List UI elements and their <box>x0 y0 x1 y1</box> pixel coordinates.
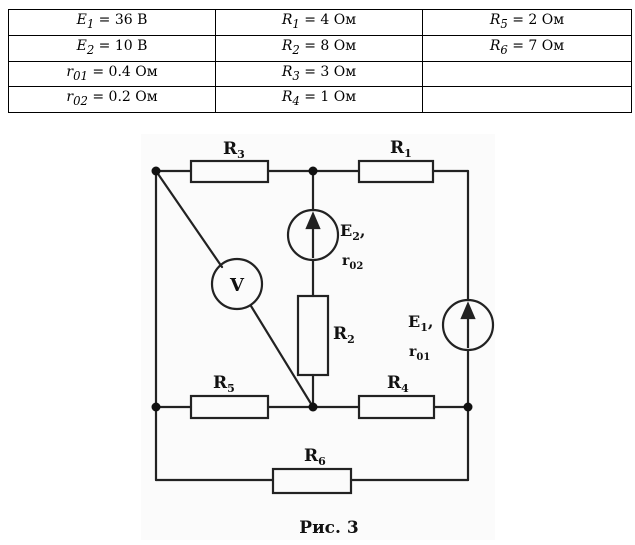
circuit-diagram: R3 R1 R2 R5 R4 R6 E2, r02 E1, r01 V Рис.… <box>151 138 495 538</box>
junction-node <box>308 402 318 412</box>
table-cell: R6 = 7 Ом <box>422 34 632 62</box>
table-cell: R1 = 4 Ом <box>215 9 423 36</box>
arrow-up-icon <box>305 211 321 230</box>
circuit-figure: R3 R1 R2 R5 R4 R6 E2, r02 E1, r01 V Рис.… <box>141 134 495 540</box>
table-cell: R3 = 3 Ом <box>215 60 423 88</box>
table-row: r02 = 0.2 Ом R4 = 1 Ом <box>8 86 632 114</box>
label-e1: E1, <box>408 312 433 334</box>
label-e2: E2, <box>340 221 365 243</box>
resistor-r6 <box>271 467 353 495</box>
voltmeter-wire <box>154 169 224 269</box>
resistor-r5 <box>189 394 270 420</box>
table-cell: E2 = 10 В <box>8 34 216 62</box>
figure-caption: Рис. 3 <box>299 518 358 538</box>
table-cell: r02 = 0.2 Ом <box>8 86 216 114</box>
parameters-table: E1 = 36 В R1 = 4 Ом R5 = 2 Ом E2 = 10 В … <box>8 9 632 114</box>
voltmeter-label: V <box>229 275 245 296</box>
junction-node <box>151 402 161 412</box>
resistor-r4 <box>357 394 436 420</box>
junction-node <box>308 166 318 176</box>
label-r3: R3 <box>223 139 245 161</box>
table-row: E2 = 10 В R2 = 8 Ом R6 = 7 Ом <box>8 34 632 62</box>
table-cell: R4 = 1 Ом <box>215 86 423 114</box>
label-r01: r01 <box>409 344 430 363</box>
resistor-r1 <box>357 159 435 184</box>
junction-node <box>151 166 161 176</box>
label-r5: R5 <box>213 373 235 395</box>
voltmeter-wire <box>249 304 315 409</box>
label-r1: R1 <box>390 138 412 160</box>
junction-node <box>463 402 473 412</box>
table-cell: E1 = 36 В <box>8 9 216 36</box>
label-r02: r02 <box>342 253 363 272</box>
resistor-r2 <box>296 294 330 377</box>
table-cell: R5 = 2 Ом <box>422 9 632 36</box>
label-r2: R2 <box>333 324 355 346</box>
table-row: r01 = 0.4 Ом R3 = 3 Ом <box>8 60 632 88</box>
table-cell-empty <box>422 60 632 88</box>
label-r4: R4 <box>387 373 409 395</box>
label-r6: R6 <box>304 446 326 468</box>
table-row: E1 = 36 В R1 = 4 Ом R5 = 2 Ом <box>8 9 632 36</box>
table-cell: r01 = 0.4 Ом <box>8 60 216 88</box>
emf-source-e1 <box>441 298 495 352</box>
emf-source-e2 <box>286 208 340 262</box>
table-cell-empty <box>422 86 632 114</box>
voltmeter <box>210 257 264 311</box>
resistor-r3 <box>189 159 270 184</box>
table-cell: R2 = 8 Ом <box>215 34 423 62</box>
arrow-up-icon <box>460 301 476 320</box>
